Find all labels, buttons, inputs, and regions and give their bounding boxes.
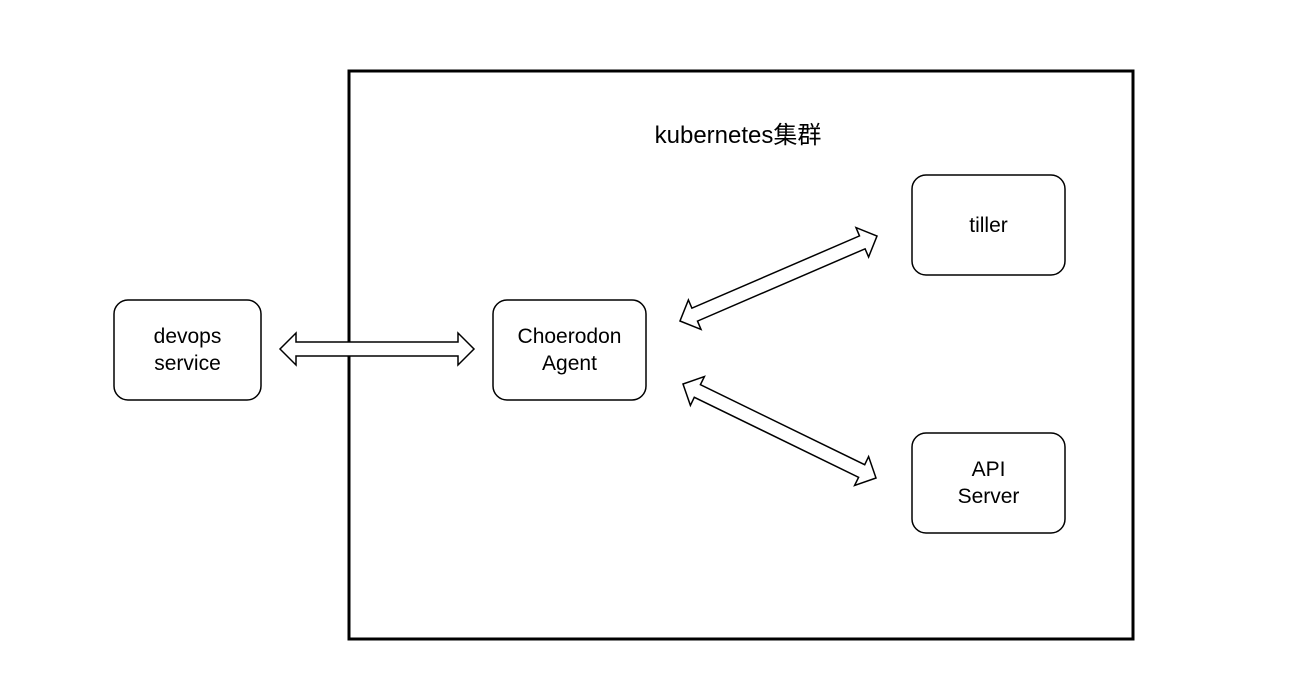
cluster-border: [347, 69, 1135, 641]
edges: [278, 226, 878, 487]
node-api-server-label-line1: API: [972, 458, 1006, 481]
node-api-server[interactable]: API Server: [911, 432, 1066, 534]
node-tiller-box: [911, 174, 1066, 276]
cluster-title: kubernetes集群: [655, 122, 822, 149]
node-devops-service-box: [113, 299, 262, 401]
arrow-agent-apiserver: [682, 375, 877, 487]
arrow-devops-agent: [278, 331, 476, 367]
node-devops-service-label-line1: devops: [154, 325, 222, 348]
node-choerodon-agent-box: [492, 299, 647, 401]
node-choerodon-agent[interactable]: Choerodon Agent: [492, 299, 647, 401]
node-choerodon-agent-label-line2: Agent: [542, 352, 597, 375]
node-choerodon-agent-label-line1: Choerodon: [518, 325, 622, 348]
node-tiller-label: tiller: [969, 214, 1008, 237]
node-devops-service-label-line2: service: [154, 352, 221, 375]
arrow-agent-tiller: [679, 226, 878, 331]
node-api-server-box: [911, 432, 1066, 534]
node-tiller[interactable]: tiller: [911, 174, 1066, 276]
node-devops-service[interactable]: devops service: [113, 299, 262, 401]
node-api-server-label-line2: Server: [958, 485, 1020, 508]
cluster-container: kubernetes集群: [347, 69, 1135, 641]
